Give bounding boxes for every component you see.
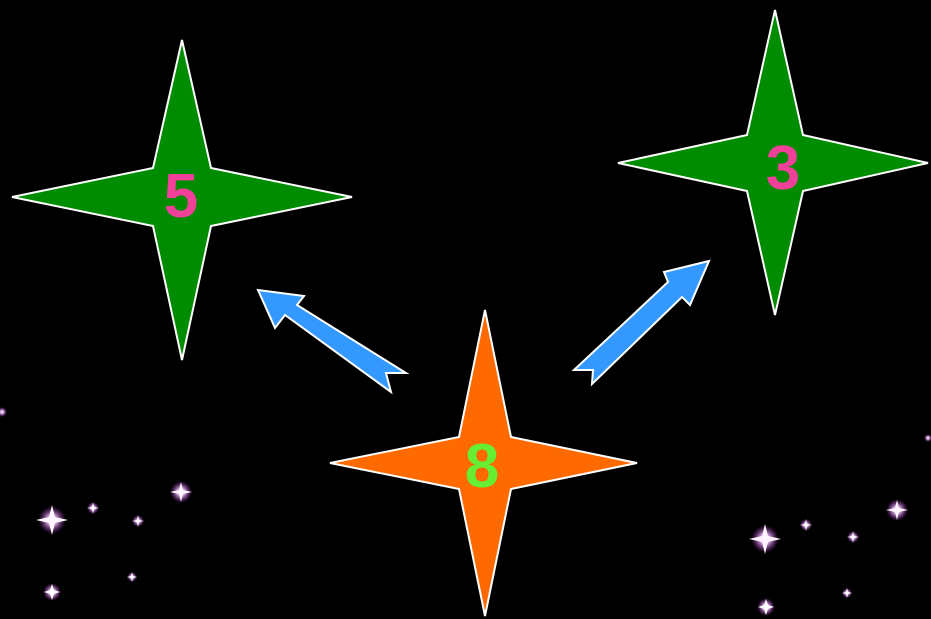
sparkle-icon (127, 572, 137, 582)
star-right: 3 (618, 10, 928, 315)
edge-glow (0, 407, 7, 417)
sparkle-icon (170, 481, 192, 503)
star-right-number: 3 (766, 134, 800, 203)
sparkle-icon (842, 588, 852, 598)
edge-glow (924, 434, 931, 442)
sparkle-icon (800, 519, 812, 531)
sparkle-cluster-right (749, 499, 908, 616)
sparkle-icon (36, 505, 68, 535)
arrow-to-right (574, 261, 709, 384)
star-bottom-number: 8 (465, 432, 499, 501)
arrow-icon (258, 290, 406, 392)
sparkle-cluster-left (36, 481, 192, 601)
sparkle-icon (87, 502, 99, 514)
arrow-to-left (258, 290, 406, 392)
sparkle-icon (749, 524, 781, 554)
sparkle-icon (886, 499, 908, 521)
star-left-number: 5 (164, 162, 198, 231)
sparkle-icon (847, 531, 859, 543)
sparkle-icon (132, 515, 144, 527)
sparkle-icon (757, 598, 775, 616)
sparkle-icon (43, 583, 61, 601)
arrow-icon (574, 261, 709, 384)
